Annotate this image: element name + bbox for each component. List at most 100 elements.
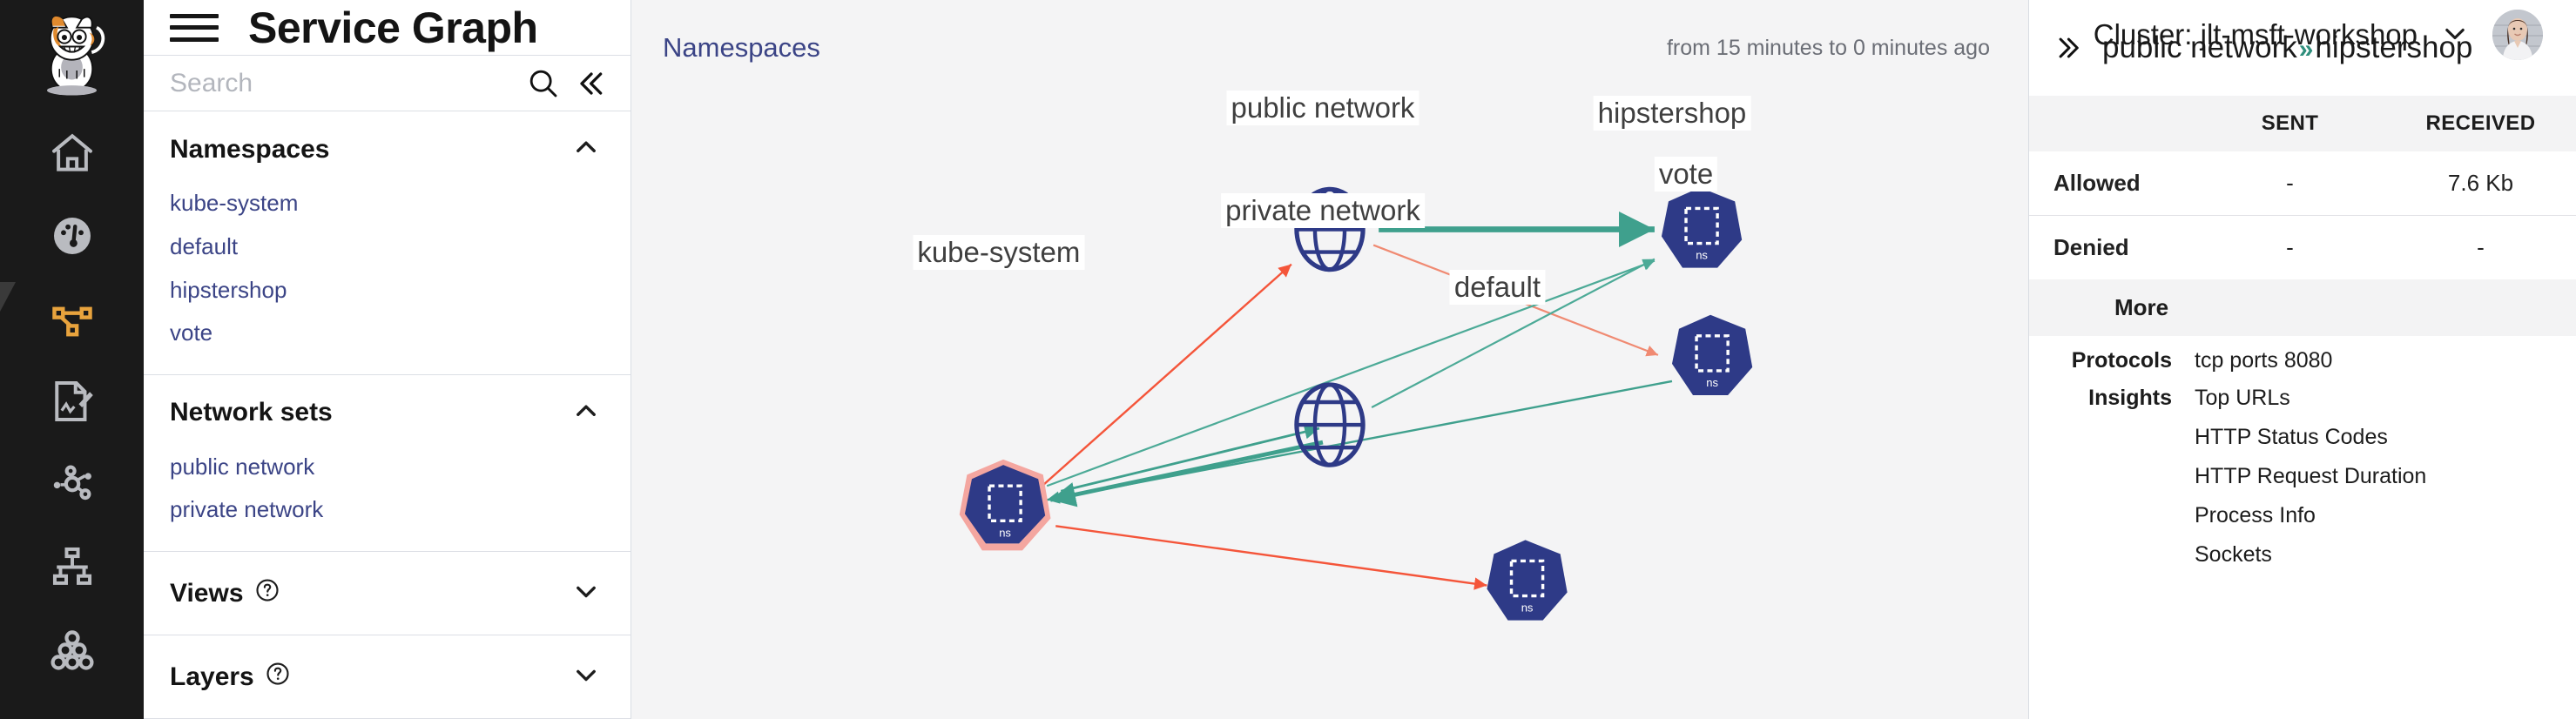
edge-kube-system-public-network[interactable] (1037, 263, 1292, 491)
graph-node-private-network[interactable] (1294, 382, 1366, 467)
edge-private-network-hipstershop[interactable] (1371, 258, 1656, 408)
insights-row: Insights Top URLs HTTP Status Codes HTTP… (2029, 373, 2576, 581)
search-icon[interactable] (526, 66, 561, 101)
detail-panel: public network » hipstershop SENT RECEIV… (2029, 0, 2576, 719)
insight-top-urls[interactable]: Top URLs (2195, 386, 2290, 410)
chevron-down-icon[interactable] (571, 576, 601, 610)
table-row: Denied - - (2029, 216, 2576, 280)
hamburger-icon[interactable] (170, 9, 219, 47)
rail-item-dashboard[interactable] (0, 194, 144, 277)
graph-nodes: ns ns ns (959, 186, 1753, 621)
sidebar-section-views-header[interactable]: Views (144, 552, 631, 635)
more-section-header[interactable]: More (2029, 279, 2576, 336)
detail-panel-header: public network » hipstershop (2029, 0, 2576, 96)
graph-edges (1037, 212, 1673, 590)
graph-node-label-vote[interactable]: vote (1654, 157, 1718, 192)
sidebar-section-views: Views (144, 552, 631, 635)
breadcrumb[interactable]: Namespaces (663, 32, 820, 63)
edge-kube-system-default[interactable] (1055, 525, 1487, 590)
sidebar-section-namespaces: Namespaces kube-system default hipstersh… (144, 111, 631, 375)
rail-item-cluster-mesh[interactable] (0, 608, 144, 690)
sidebar-section-layers-header[interactable]: Layers (144, 635, 631, 718)
service-graph-canvas-area: Namespaces from 15 minutes to 0 minutes … (631, 0, 2029, 719)
chevron-down-icon[interactable] (2440, 18, 2470, 52)
sidebar-section-namespaces-title: Namespaces (170, 134, 330, 164)
graph-node-label-public-network[interactable]: public network (1226, 91, 1419, 125)
graph-node-label-default[interactable]: default (1449, 270, 1546, 305)
row-label-allowed: Allowed (2029, 151, 2195, 216)
traffic-table: SENT RECEIVED Allowed - 7.6 Kb Denied - … (2029, 96, 2576, 279)
rail-item-home[interactable] (0, 111, 144, 194)
sidebar-section-namespaces-header[interactable]: Namespaces (144, 111, 631, 182)
sidebar-item-default[interactable]: default (170, 233, 239, 260)
graph-node-public-network[interactable] (1294, 186, 1366, 272)
insight-process-info[interactable]: Process Info (2195, 503, 2316, 527)
graph-node-label-private-network[interactable]: private network (1221, 193, 1425, 228)
network-nodes-icon (53, 465, 91, 500)
cell-denied-sent: - (2286, 234, 2294, 260)
detail-source[interactable]: public network (2102, 30, 2297, 64)
column-header-blank (2029, 96, 2195, 151)
edge-private-network-kube-system[interactable] (1049, 440, 1324, 507)
network-set-list: public network private network (144, 446, 631, 551)
left-icon-rail (0, 0, 144, 719)
chevron-down-icon[interactable] (571, 660, 601, 694)
sidebar-section-network-sets-title: Network sets (170, 398, 333, 427)
sidebar-section-network-sets-header[interactable]: Network sets (144, 375, 631, 446)
rail-icon-list (0, 111, 144, 690)
sidebar-item-kube-system[interactable]: kube-system (170, 190, 299, 217)
help-circle-icon[interactable] (254, 577, 280, 610)
sidebar-item-hipstershop[interactable]: hipstershop (170, 276, 287, 303)
search-input[interactable] (170, 68, 514, 98)
table-row: Allowed - 7.6 Kb (2029, 151, 2576, 216)
edge-kube-system-hipstershop[interactable] (1046, 259, 1656, 487)
svg-text:ns: ns (1521, 601, 1534, 615)
chevron-up-icon[interactable] (571, 132, 601, 166)
graph-node-label-kube-system[interactable]: kube-system (913, 235, 1085, 270)
double-chevron-right-icon[interactable] (2053, 32, 2085, 64)
double-chevron-left-icon[interactable] (573, 66, 608, 101)
graph-node-hipstershop[interactable]: ns (1661, 187, 1743, 268)
help-circle-icon[interactable] (265, 661, 291, 694)
cell-allowed-sent: - (2195, 151, 2385, 216)
graph-svg: ns ns ns (959, 186, 1753, 621)
graph-node-kube-system[interactable]: ns (959, 459, 1051, 551)
insight-http-status-codes[interactable]: HTTP Status Codes (2195, 425, 2388, 449)
avatar[interactable] (2492, 10, 2543, 60)
edge-kube-system-private-network[interactable] (1060, 424, 1320, 493)
dashboard-gauge-icon (53, 217, 91, 254)
calico-cat-logo[interactable] (30, 7, 113, 103)
page-title: Service Graph (248, 3, 538, 52)
row-label-denied: Denied (2053, 234, 2129, 260)
sidebar-item-private-network[interactable]: private network (170, 496, 324, 523)
graph-node-vote[interactable]: ns (1671, 314, 1753, 395)
table-header-row: SENT RECEIVED (2029, 96, 2576, 151)
insight-sockets[interactable]: Sockets (2195, 542, 2272, 567)
search-row (144, 55, 631, 112)
cluster-selector-label[interactable]: Cluster: jlt-msft-workshop (2093, 18, 2418, 50)
sidebar-item-vote[interactable]: vote (170, 319, 213, 346)
time-range-label[interactable]: from 15 minutes to 0 minutes ago (1666, 35, 1990, 60)
graph-node-default[interactable]: ns (1487, 540, 1568, 621)
detail-target[interactable]: hipstershop (2315, 30, 2473, 64)
graph-toolbar: Namespaces from 15 minutes to 0 minutes … (631, 0, 2028, 96)
insight-http-request-duration[interactable]: HTTP Request Duration (2195, 464, 2427, 488)
cluster-mesh-icon (50, 629, 93, 670)
column-header-received: RECEIVED (2385, 96, 2576, 151)
svg-text:ns: ns (1706, 376, 1718, 389)
cell-allowed-received: 7.6 Kb (2385, 151, 2576, 216)
rail-item-hierarchy[interactable] (0, 525, 144, 608)
rail-item-service-graph[interactable] (0, 277, 144, 360)
rail-item-network-nodes[interactable] (0, 442, 144, 525)
protocols-value: tcp ports 8080 (2195, 348, 2333, 373)
svg-text:ns: ns (999, 526, 1011, 539)
graph-node-label-hipstershop[interactable]: hipstershop (1593, 96, 1751, 131)
protocols-row: Protocols tcp ports 8080 (2029, 336, 2576, 373)
sidebar-item-public-network[interactable]: public network (170, 453, 315, 480)
chevron-up-icon[interactable] (571, 396, 601, 430)
header-right-cluster-area: Cluster: jlt-msft-workshop (2094, 0, 2543, 70)
graph-canvas[interactable]: ns ns ns (631, 91, 2028, 719)
protocols-label: Protocols (2071, 348, 2172, 373)
home-icon (51, 133, 92, 171)
rail-item-policies[interactable] (0, 360, 144, 442)
